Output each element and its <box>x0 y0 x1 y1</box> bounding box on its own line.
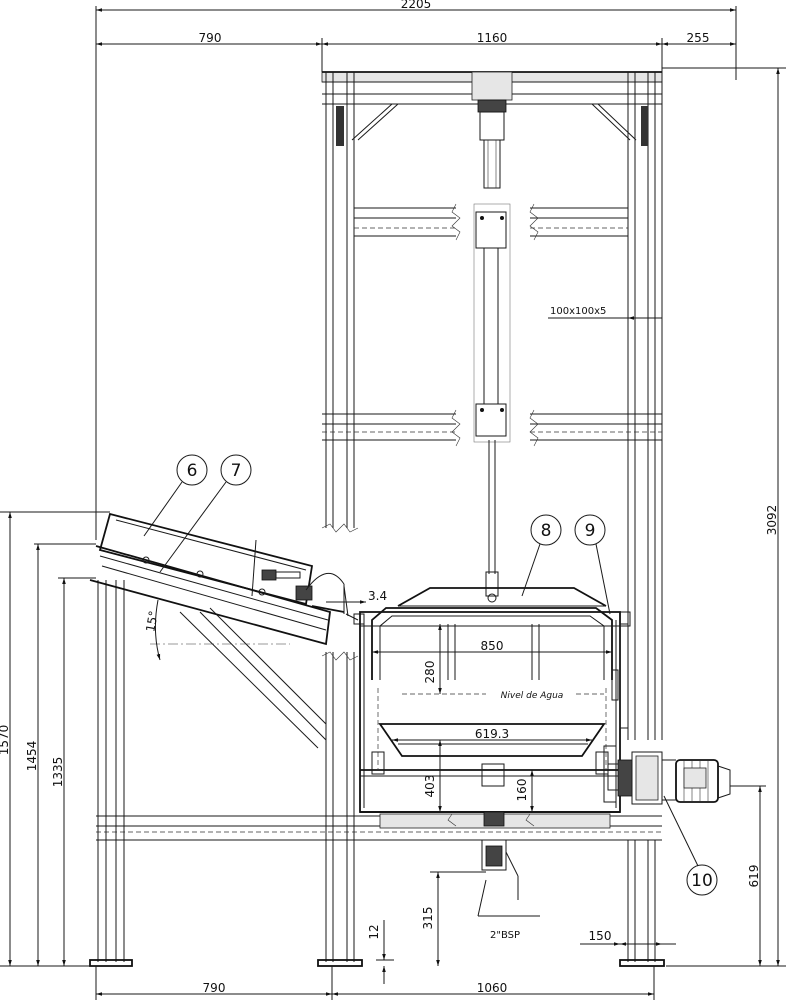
dim-overall-width: 2205 <box>401 0 432 11</box>
dim-right-span-top: 255 <box>687 31 710 45</box>
motor-assembly <box>603 745 731 805</box>
dim-angle: 15° <box>143 610 160 633</box>
water-level-label: Nivel de Agua <box>501 691 564 701</box>
dim-center-span-bottom: 1060 <box>477 981 508 995</box>
dim-left-span-top: 790 <box>199 31 222 45</box>
dim-tank-inner-width: 850 <box>481 639 504 653</box>
dim-height-1570: 1570 <box>0 725 11 756</box>
dim-gap: 3.4 <box>368 589 387 603</box>
dim-water-depth: 280 <box>423 661 437 684</box>
dim-profile: 100x100x5 <box>550 306 606 317</box>
dim-center-span-top: 1160 <box>477 31 508 45</box>
dimension-lines <box>0 6 786 1000</box>
dim-height-1454: 1454 <box>25 741 39 772</box>
balloon-6: 6 <box>187 461 198 481</box>
dim-foot-width: 150 <box>589 929 612 943</box>
dim-offset-12: 12 <box>367 924 381 939</box>
lifting-cylinder <box>471 71 513 603</box>
dim-thread: 2"BSP <box>490 930 520 941</box>
dim-outlet-height: 315 <box>421 907 435 930</box>
dim-basket-width: 619.3 <box>475 727 509 741</box>
balloon-10: 10 <box>691 871 713 891</box>
balloon-8: 8 <box>541 521 552 541</box>
dim-motor-height: 619 <box>747 865 761 888</box>
balloon-7: 7 <box>231 461 242 481</box>
balloon-9: 9 <box>585 521 596 541</box>
dim-basket-drop: 160 <box>515 779 529 802</box>
inclined-chute <box>89 512 365 646</box>
dim-overall-height: 3092 <box>765 505 779 536</box>
tank-assembly <box>359 587 631 900</box>
frame-structure <box>89 71 665 967</box>
dim-height-1335: 1335 <box>51 757 65 788</box>
part-balloons: 6 7 8 9 10 <box>143 454 718 896</box>
dim-left-span-bottom: 790 <box>203 981 226 995</box>
dim-tank-lower: 403 <box>423 775 437 798</box>
